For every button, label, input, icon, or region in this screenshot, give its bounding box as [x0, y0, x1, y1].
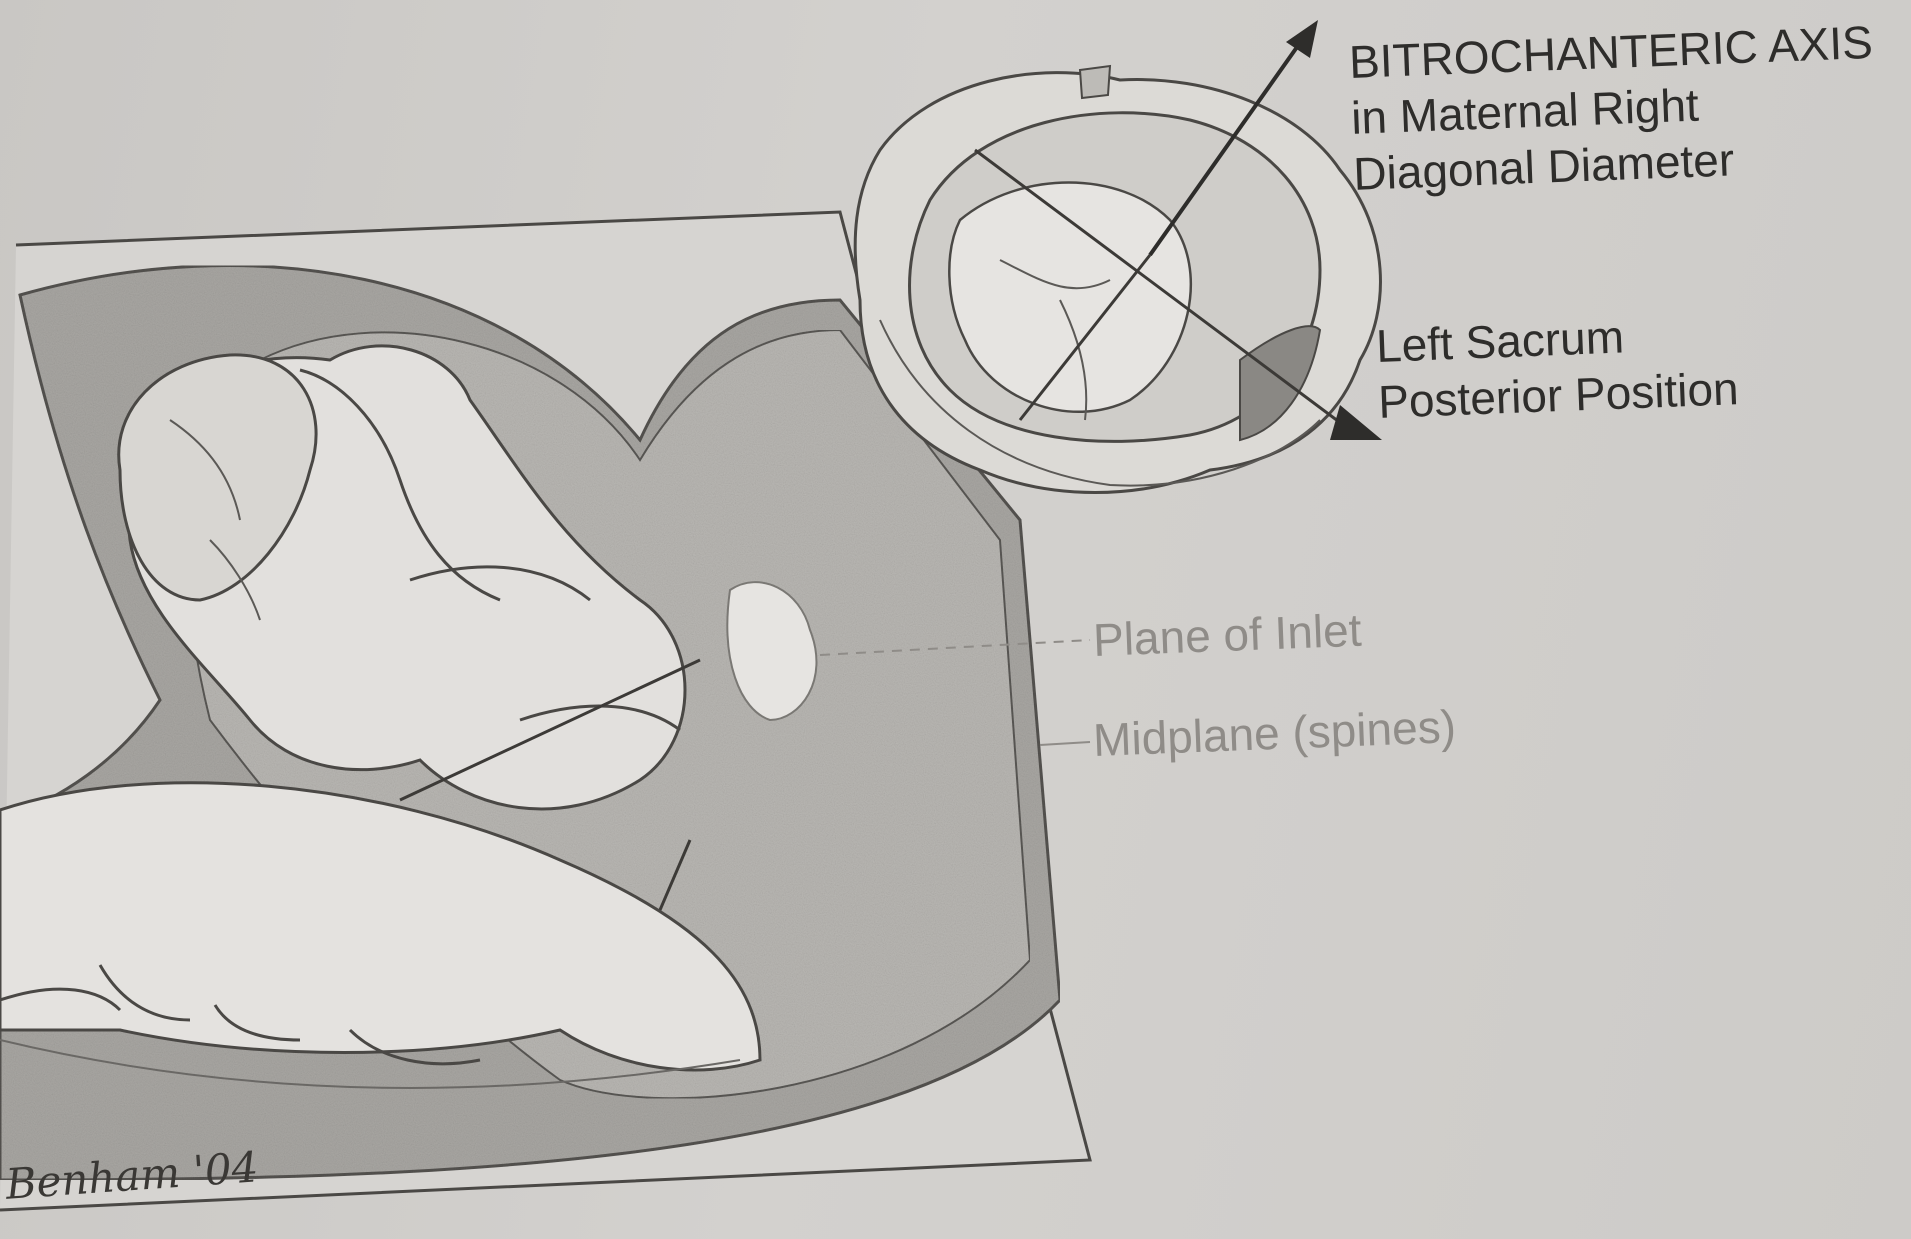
plane-of-inlet-label: Plane of Inlet: [1092, 602, 1362, 668]
sacrum-position-arrowhead: [1330, 405, 1382, 440]
pelvic-inlet-inset: [855, 66, 1380, 493]
midplane-leader: [1040, 742, 1090, 745]
bitrochanteric-label: BITROCHANTERIC AXIS in Maternal Right Di…: [1348, 14, 1878, 202]
bitrochanteric-arrowhead: [1286, 20, 1318, 58]
pubic-symphysis: [1080, 66, 1110, 98]
sacrum-position-label: Left Sacrum Posterior Position: [1375, 304, 1740, 430]
